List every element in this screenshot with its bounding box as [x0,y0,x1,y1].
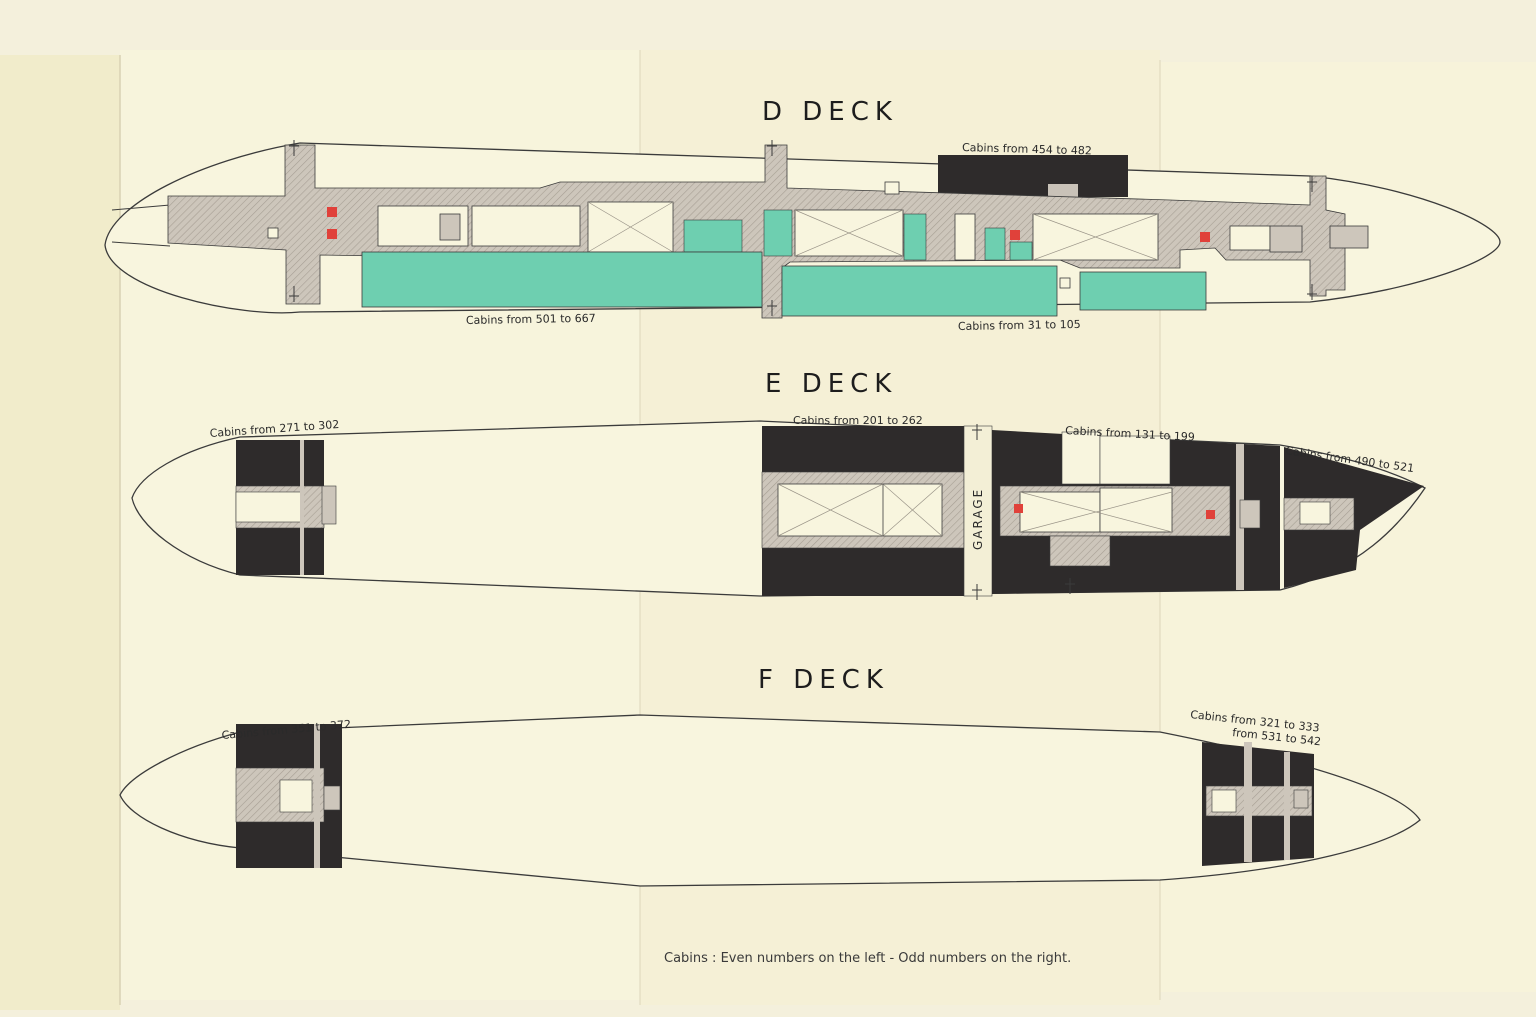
garage-label: GARAGE [971,488,985,550]
deck-title-f: F DECK [758,665,889,695]
garage [963,425,993,597]
stairs-icon [289,140,1317,316]
lift-icon [1010,230,1020,240]
d-green-cabins [984,227,1006,261]
d-label-454-482: Cabins from 454 to 482 [962,141,1092,157]
lift-icon [1200,232,1210,242]
d-green-cabins [683,219,743,253]
left-flap [0,55,120,1010]
e-label-201-262: Cabins from 201 to 262 [793,414,923,427]
d-green-cabins [763,209,793,257]
lift-icon [1014,504,1023,513]
d-label-501-667: Cabins from 501 to 667 [466,312,596,327]
footnote: Cabins : Even numbers on the left - Odd … [664,951,1071,966]
d-green-cabins [1009,241,1033,261]
d-cabins-501-667 [361,251,763,308]
d-cabins-31-105 [1079,271,1207,311]
d-cabins-454-482 [938,155,1128,197]
d-deck-plan: Cabins from 454 to 482 Cabins from 501 t… [104,140,1501,333]
d-label-31-105: Cabins from 31 to 105 [958,318,1081,333]
f-deck-plan: Cabins from 351 to 372 Cabins from 321 t… [119,708,1421,887]
f-deck-hull [119,714,1421,887]
lift-icon [1206,510,1215,519]
deck-title-d: D DECK [762,97,898,127]
stairs-icon [972,424,1075,600]
lift-icon [327,229,337,239]
d-cabins-31-105 [781,265,1058,317]
deck-title-e: E DECK [765,369,897,399]
lift-icon [327,207,337,217]
d-green-cabins [903,213,927,261]
e-deck-plan: GARAGE Cabins from 271 to 302 Cabins fro… [131,414,1426,600]
